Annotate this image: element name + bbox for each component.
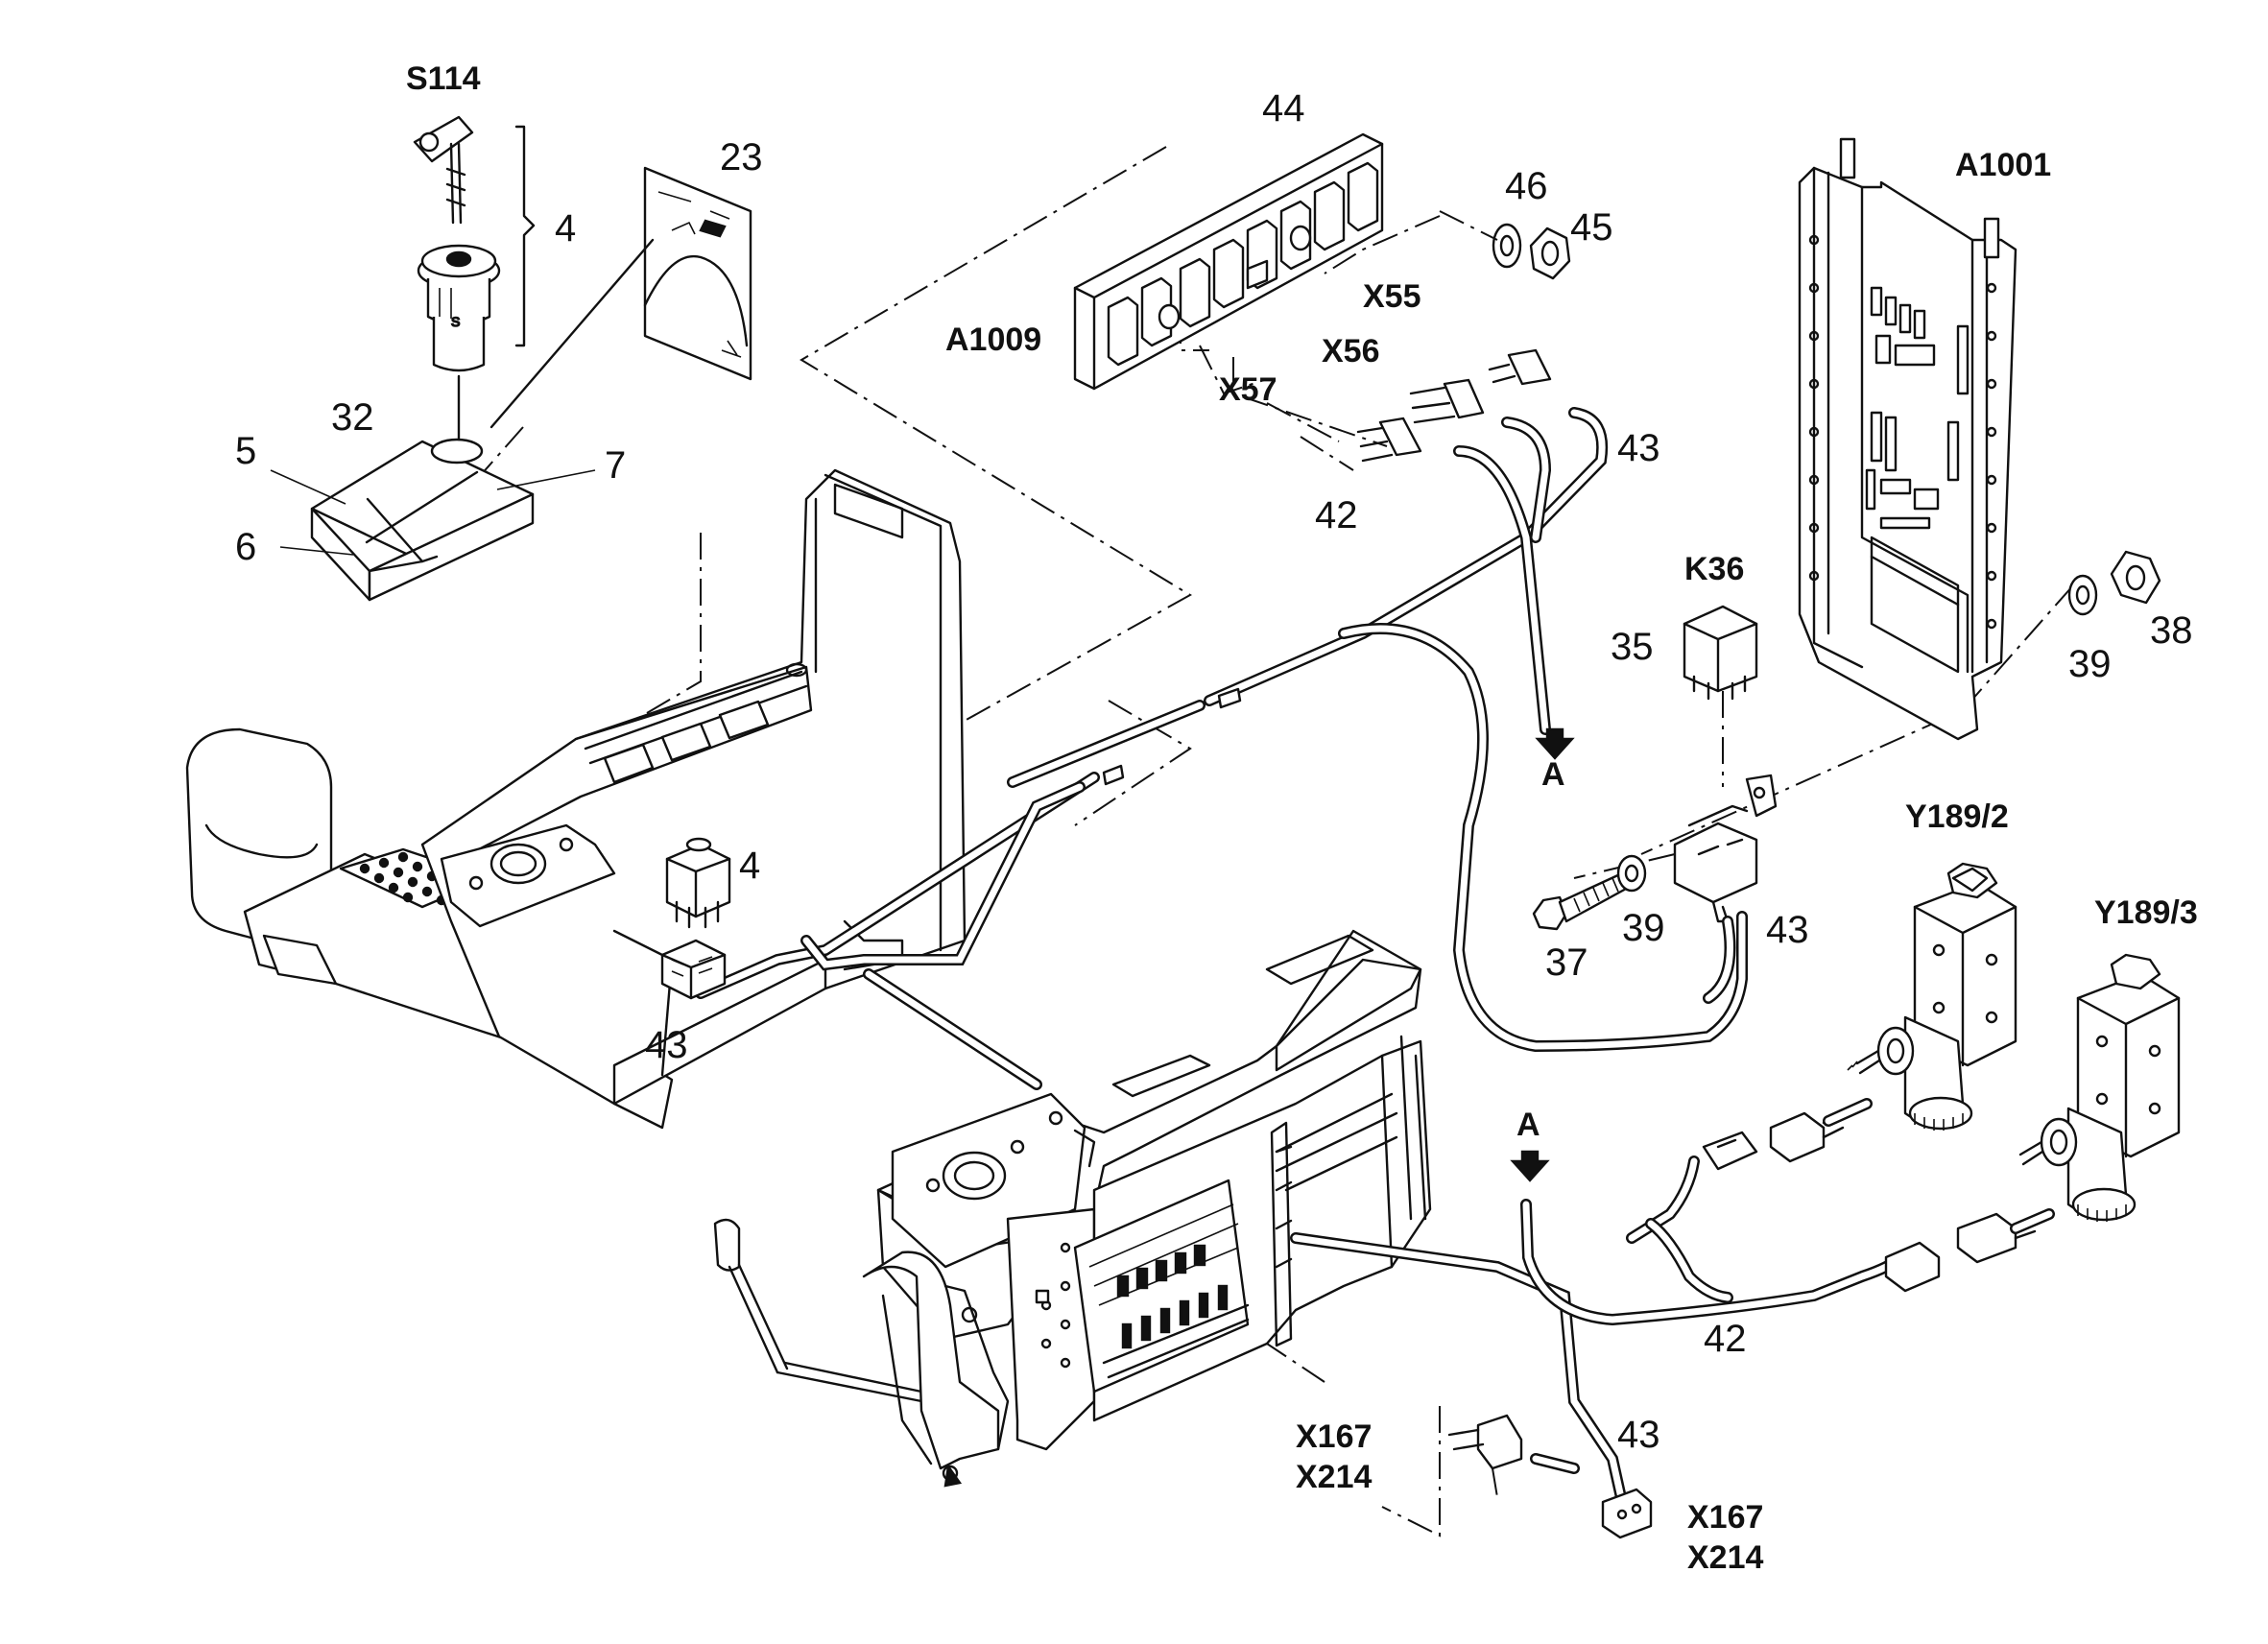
label-a-bottom: A [1516, 1107, 1540, 1143]
label-43-mid: 43 [1766, 909, 1809, 951]
cable-break-1 [1217, 687, 1242, 709]
label-43-left: 43 [645, 1024, 688, 1066]
label-a-top: A [1541, 756, 1565, 793]
control-unit-a1001 [1798, 137, 2017, 741]
leader-5 [270, 469, 346, 505]
panel-a1009 [1073, 132, 1384, 391]
joystick-lever [713, 1218, 1010, 1488]
connector-x56 [1409, 378, 1485, 424]
label-42-top: 42 [1315, 494, 1358, 536]
valve-y189-3 [2018, 953, 2181, 1222]
washer-39-right [2067, 574, 2098, 616]
label-42-bottom: 42 [1704, 1318, 1747, 1360]
label-a1001: A1001 [1955, 147, 2051, 183]
labels: S114 4 23 32 5 7 6 44 A1009 X55 X56 X57 … [235, 60, 2198, 1576]
label-x214-a: X214 [1296, 1459, 1372, 1495]
harness-main [695, 407, 1748, 1508]
label-x167-a: X167 [1296, 1418, 1372, 1455]
label-43-top: 43 [1617, 427, 1660, 469]
label-32: 32 [331, 396, 374, 439]
connector-x57 [1356, 417, 1422, 463]
relay-socket [1673, 774, 1778, 1004]
decal-leader [489, 238, 655, 429]
nut-45 [1529, 226, 1571, 280]
relay-4 [665, 837, 731, 929]
label-37: 37 [1545, 941, 1588, 984]
harness-42-lower [1520, 1098, 2055, 1326]
label-y189-3: Y189/3 [2094, 894, 2198, 931]
nut-38 [2110, 550, 2161, 605]
label-x56: X56 [1322, 333, 1380, 369]
connector-x167-x214-inline [1447, 1414, 1523, 1470]
leader-6 [279, 546, 354, 556]
label-46: 46 [1505, 165, 1548, 207]
leader-46 [1439, 210, 1498, 241]
label-y189-2: Y189/2 [1905, 798, 2009, 835]
decal-23 [643, 166, 752, 381]
label-45: 45 [1570, 206, 1613, 249]
label-39-right: 39 [2068, 643, 2112, 685]
label-x55: X55 [1363, 278, 1421, 315]
label-35: 35 [1611, 626, 1654, 668]
label-44: 44 [1262, 87, 1305, 130]
arrow-a-bottom [1510, 1150, 1550, 1182]
switch-panel [310, 438, 535, 602]
bolt-37 [1532, 871, 1630, 931]
connector-x167-x214-end [1601, 1488, 1653, 1539]
label-4-relay: 4 [739, 845, 760, 887]
label-23: 23 [720, 136, 763, 179]
connector-43-left [660, 939, 727, 1000]
label-x167-b: X167 [1687, 1499, 1763, 1536]
leader-x167 [1492, 1467, 1498, 1498]
washer-46 [1492, 223, 1522, 269]
key-switch-s114: S [413, 115, 501, 372]
label-s114: S114 [406, 60, 481, 97]
label-5: 5 [235, 430, 256, 472]
cable-break-2 [1102, 764, 1125, 786]
label-38: 38 [2150, 609, 2193, 652]
label-x214-b: X214 [1687, 1539, 1763, 1576]
label-6: 6 [235, 526, 256, 568]
label-43-bottom: 43 [1617, 1414, 1660, 1456]
label-x57: X57 [1219, 371, 1277, 408]
washer-39-mid [1616, 854, 1647, 893]
label-k36: K36 [1684, 551, 1744, 587]
label-7: 7 [605, 444, 626, 487]
control-box-housing [876, 929, 1432, 1451]
relay-k36 [1683, 605, 1758, 701]
bracket-4 [514, 125, 536, 347]
cab-console [185, 468, 967, 1130]
label-39-mid: 39 [1622, 907, 1665, 949]
connector-x55 [1488, 348, 1552, 386]
label-4-key: 4 [555, 207, 576, 250]
valve-y189-2 [1847, 862, 2017, 1131]
arrow-a-top [1535, 727, 1575, 760]
svg-text:S: S [451, 314, 460, 329]
leader-7 [496, 469, 596, 490]
label-a1009: A1009 [945, 322, 1041, 358]
